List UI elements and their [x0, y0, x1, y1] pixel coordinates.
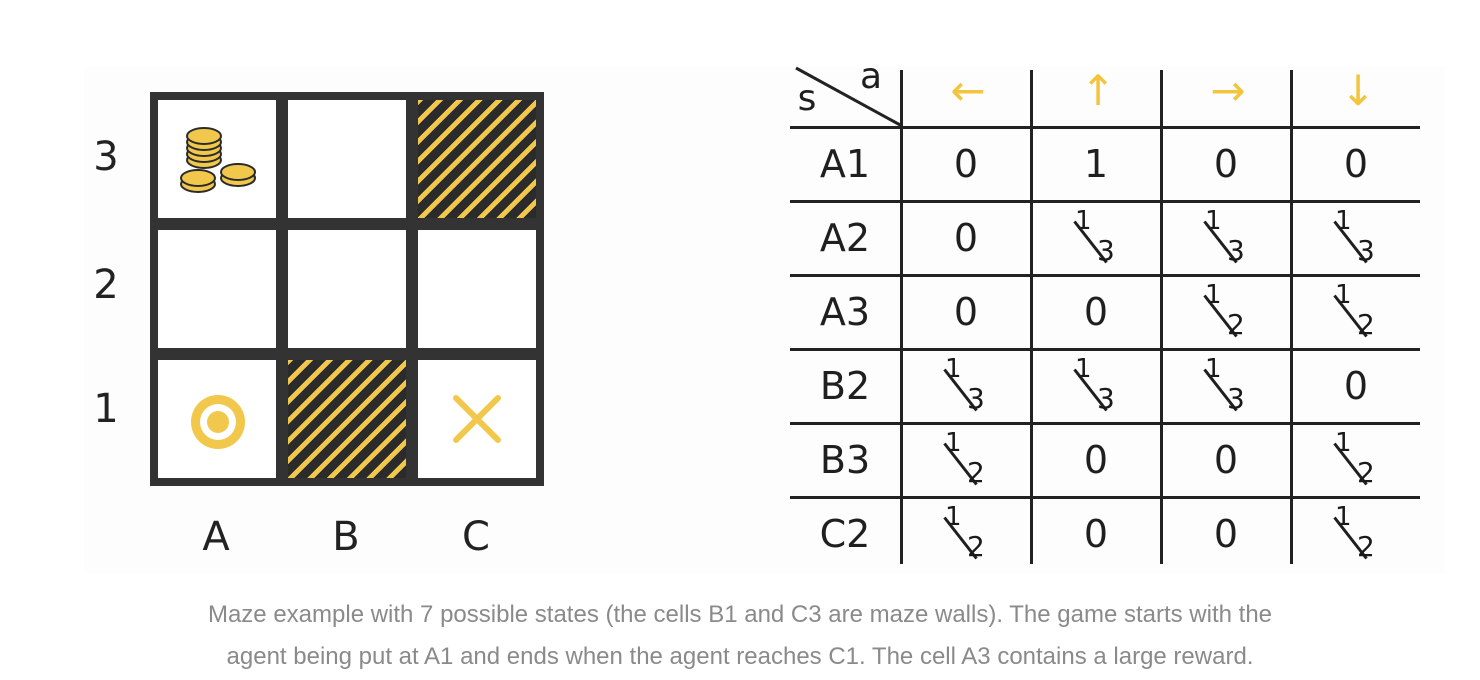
- cell-a1: [158, 360, 276, 478]
- policy-value-a1-0: 0: [953, 142, 979, 186]
- coins-icon: [180, 127, 256, 193]
- policy-value-b3-1: 0: [1083, 438, 1109, 482]
- row-label-1: 1: [93, 386, 119, 432]
- cell-b2: [288, 230, 406, 348]
- policy-value-a1-1: 1: [1083, 142, 1109, 186]
- cell-a2: [158, 230, 276, 348]
- col-label-c: C: [462, 514, 490, 560]
- policy-value-a1-3: 0: [1343, 142, 1369, 186]
- cell-c1: [418, 360, 536, 478]
- state-label-a3: A3: [819, 290, 871, 334]
- state-label-b3: B3: [819, 438, 871, 482]
- corner-state-label: s: [797, 78, 817, 119]
- table-divider: [1160, 70, 1163, 564]
- policy-value-a1-2: 0: [1213, 142, 1239, 186]
- policy-value-c2-1: 0: [1083, 512, 1109, 556]
- table-divider: [1030, 70, 1033, 564]
- table-divider: [790, 348, 1420, 351]
- action-up-arrow-icon: ↑: [1080, 66, 1116, 115]
- policy-value-a3-0: 0: [953, 290, 979, 334]
- row-label-3: 3: [93, 134, 119, 180]
- policy-value-a3-1: 0: [1083, 290, 1109, 334]
- col-label-a: A: [202, 514, 230, 560]
- cell-c3-wall: [418, 100, 536, 218]
- caption: Maze example with 7 possible states (the…: [0, 594, 1480, 678]
- cell-c2: [418, 230, 536, 348]
- cell-a3: [158, 100, 276, 218]
- corner-action-label: a: [859, 56, 883, 97]
- cell-b1-wall: [288, 360, 406, 478]
- table-divider: [900, 70, 903, 564]
- table-divider: [1290, 70, 1293, 564]
- caption-line-2: agent being put at A1 and ends when the …: [226, 643, 1254, 670]
- table-divider: [790, 274, 1420, 277]
- table-divider: [790, 200, 1420, 203]
- policy-value-a2-0: 0: [953, 216, 979, 260]
- action-down-arrow-icon: ↓: [1340, 66, 1376, 115]
- state-label-a1: A1: [819, 142, 871, 186]
- cross-icon: [453, 395, 501, 443]
- state-label-c2: C2: [819, 512, 871, 556]
- policy-value-b3-2: 0: [1213, 438, 1239, 482]
- action-left-arrow-icon: ←: [950, 66, 986, 115]
- maze-grid: [150, 92, 544, 486]
- table-divider: [790, 126, 1420, 129]
- state-label-a2: A2: [819, 216, 871, 260]
- target-icon: [191, 395, 245, 449]
- policy-value-b2-3: 0: [1343, 364, 1369, 408]
- caption-line-1: Maze example with 7 possible states (the…: [207, 601, 1273, 628]
- table-divider: [790, 496, 1420, 499]
- table-divider: [790, 422, 1420, 425]
- corner-diagonal: [795, 66, 903, 128]
- action-right-arrow-icon: →: [1210, 66, 1246, 115]
- policy-value-c2-2: 0: [1213, 512, 1239, 556]
- cell-b3: [288, 100, 406, 218]
- col-label-b: B: [332, 514, 360, 560]
- row-label-2: 2: [93, 262, 119, 308]
- state-label-b2: B2: [819, 364, 871, 408]
